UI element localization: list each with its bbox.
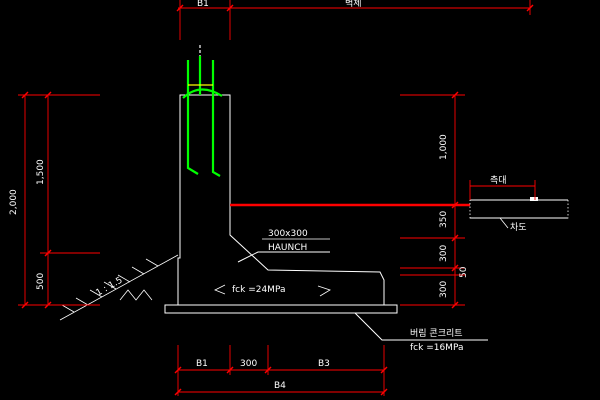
wall-fck-label: fck =24MPa — [232, 285, 286, 295]
right-top-label: 1,000 — [439, 134, 449, 160]
left-total-label: 2,000 — [9, 189, 19, 215]
left-lower-label: 500 — [36, 273, 46, 290]
fck-arrow-left — [214, 284, 226, 295]
dimension-ticks — [21, 4, 534, 396]
top-width-label: 벽체 — [345, 0, 362, 9]
left-upper-label: 1,500 — [36, 159, 46, 185]
ground-slope — [59, 254, 179, 321]
lean-concrete — [164, 304, 398, 314]
right-300-bot-label: 300 — [439, 281, 449, 298]
pavement-hatch — [469, 199, 569, 219]
rebar — [182, 56, 223, 177]
bottom-b4-label: B4 — [274, 381, 286, 391]
wall-outline — [177, 94, 385, 306]
wall-structure — [164, 94, 488, 341]
haunch-label: HAUNCH — [268, 243, 307, 253]
lean-concrete-label: 버림 콘크리트 — [410, 327, 463, 339]
rebar-left-leg — [186, 60, 199, 175]
top-b1-label: B1 — [197, 0, 209, 9]
fck-arrow-right — [317, 285, 331, 297]
right-350-label: 350 — [439, 211, 449, 228]
roadway-label: 차도 — [510, 221, 527, 233]
bottom-300-label: 300 — [240, 359, 257, 369]
haunch-leader — [237, 251, 330, 263]
bottom-b3-label: B3 — [318, 359, 330, 369]
sidewalk-label: 측대 — [490, 175, 507, 186]
rebar-accent — [188, 45, 213, 86]
right-300-mid-label: 300 — [439, 245, 449, 262]
rebar-right-leg — [211, 60, 221, 177]
rebar-cap — [182, 88, 223, 99]
haunch-size-label: 300x300 — [268, 229, 308, 239]
bottom-b1-label: B1 — [196, 359, 208, 369]
right-50-label: 50 — [459, 266, 469, 278]
lean-concrete-leader — [354, 312, 488, 341]
lean-fck-label: fck =16MPa — [410, 343, 464, 353]
